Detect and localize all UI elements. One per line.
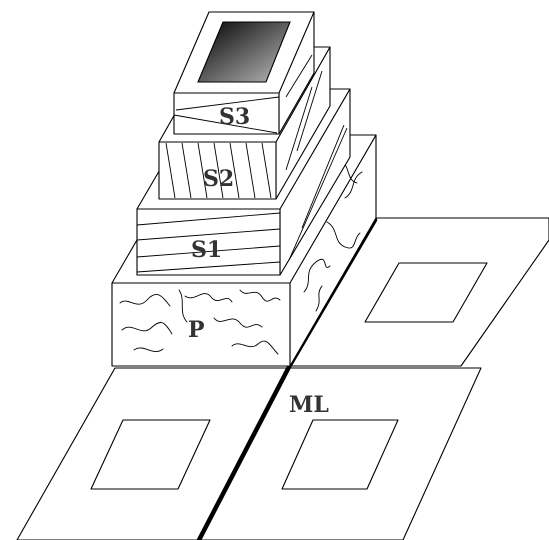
- primary-microfibril-pattern: [119, 159, 363, 355]
- label-ml: ML: [289, 392, 329, 418]
- s2-hatching: [165, 70, 323, 199]
- s1-hatching: [136, 124, 348, 273]
- label-s2: S2: [203, 166, 234, 192]
- label-s1: S1: [191, 237, 222, 263]
- s3-hatching: [173, 54, 313, 134]
- label-p: P: [188, 317, 205, 343]
- cell-front-right: [198, 367, 482, 540]
- label-s3: S3: [219, 104, 250, 130]
- s3-layer-block: [173, 11, 315, 135]
- lumen-window: [197, 21, 291, 83]
